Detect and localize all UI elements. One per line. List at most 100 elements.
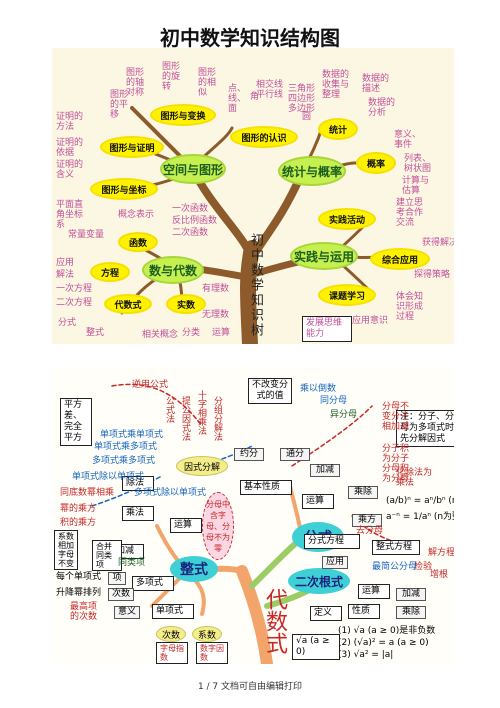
cloud-expr: 代数式 bbox=[106, 296, 150, 312]
node-root-def2: (2) (√a)² = a (a ≥ 0) bbox=[338, 638, 429, 648]
node-descend: 升降幂排列 bbox=[56, 588, 102, 598]
node-diff-den: 异分母 bbox=[330, 410, 358, 420]
node-solve-method: 解方程 bbox=[428, 548, 454, 558]
cloud-eq: 方程 bbox=[92, 264, 128, 280]
node-div-same: 同分母 bbox=[320, 396, 348, 406]
leaf-intersect: 相交线平行线 bbox=[256, 80, 284, 100]
node-monomial: 单项式 bbox=[152, 604, 194, 619]
page-title: 初中数学知识结构图 bbox=[160, 26, 340, 50]
center-text: 代数式 bbox=[262, 588, 287, 654]
node-coefficient: 系数 bbox=[192, 626, 222, 642]
leaf-quad-fn: 二次函数 bbox=[172, 228, 209, 238]
node-frac-mult: 分子积为分子分母积为分母 bbox=[382, 444, 410, 484]
leaf-plane-coord: 平面直角坐标系 bbox=[56, 200, 84, 230]
leaf-explore: 获得解决问题 bbox=[422, 238, 454, 248]
node-extract: 提公因式法 bbox=[180, 396, 190, 441]
leaf-translate: 图形的平移 bbox=[110, 90, 129, 120]
leaf-proof-meaning: 证明的含义 bbox=[56, 160, 84, 180]
leaf-angle: 角 bbox=[250, 92, 260, 102]
node-power: 乘方 bbox=[352, 514, 382, 527]
leaf-application: 应用 bbox=[56, 258, 75, 268]
node-mul: 乘法 bbox=[122, 506, 154, 521]
node-approx: 约分 bbox=[234, 448, 264, 461]
cloud-space: 空间与图形 bbox=[162, 156, 224, 182]
leaf-explore2: 探得策略 bbox=[414, 270, 451, 280]
node-frac-rule: 分母不变分子相加减 bbox=[382, 402, 410, 432]
leaf-solve: 解法 bbox=[56, 270, 75, 280]
leaf-point-line-face: 点、线、面 bbox=[228, 84, 247, 114]
node-degree2: 次数 bbox=[156, 626, 186, 642]
node-highest: 最高项的次数 bbox=[70, 602, 98, 622]
cloud-stats: 统计 bbox=[320, 120, 356, 138]
node-frac-eq: 分式方程 bbox=[304, 534, 360, 549]
leaf-irrational: 无理数 bbox=[202, 310, 230, 320]
trunk-text: 初中数学知识树 bbox=[248, 233, 263, 338]
leaf-operation: 运算 bbox=[212, 328, 231, 338]
leaf-proof-basis: 证明的依据 bbox=[56, 138, 84, 158]
node-operation1: 运算 bbox=[302, 494, 334, 509]
node-common: 通分 bbox=[280, 448, 310, 461]
leaf-meaning-event: 意义、事件 bbox=[394, 130, 422, 150]
cloud-shape-transform: 图形与变换 bbox=[152, 106, 214, 124]
leaf-inverse-fn: 反比例函数 bbox=[172, 216, 218, 226]
node-term: 项 bbox=[108, 572, 126, 585]
node-formula: 公式法 bbox=[164, 396, 174, 423]
node-factor: 因式分解 bbox=[176, 456, 228, 476]
leaf-develop: 发展思维能力 bbox=[302, 316, 352, 342]
node-same-base: 同底数幂相乘 bbox=[60, 488, 115, 498]
node-each-term: 每个单项式 bbox=[56, 572, 102, 582]
leaf-classify: 分类 bbox=[182, 328, 201, 338]
leaf-list-tree: 列表、树状图 bbox=[404, 154, 432, 174]
leaf-model: 建立思考合作交流 bbox=[396, 198, 424, 228]
node-frac-cond: 分母中含字母、分母不为零 bbox=[202, 492, 234, 560]
node-power-power: 幂的乘方 bbox=[60, 504, 97, 514]
leaf-const-var: 常量变量 bbox=[68, 230, 105, 240]
leaf-body: 体会知识形成过程 bbox=[396, 292, 424, 322]
node-degree: 次数 bbox=[108, 588, 134, 601]
node-group: 分组分解法 bbox=[212, 396, 222, 441]
cloud-num-alg: 数与代数 bbox=[144, 258, 202, 282]
node-mono-div: 单项式除以单项式 bbox=[72, 472, 145, 482]
cloud-shape-proof: 图形与证明 bbox=[102, 138, 162, 156]
cloud-stats-prob: 统计与概率 bbox=[280, 158, 344, 184]
node-num-factor: 数字因数 bbox=[196, 642, 228, 664]
leaf-proof-method: 证明的方法 bbox=[56, 112, 84, 132]
node-mul-div: 乘除 bbox=[348, 486, 378, 499]
node-application: 应用 bbox=[322, 556, 348, 569]
node-inverse: 逆用公式 bbox=[132, 380, 169, 390]
node-merge: 合并同类项 bbox=[92, 540, 122, 571]
node-simplify: 最简公分母 bbox=[372, 562, 418, 572]
node-accum: 增根 bbox=[430, 570, 449, 580]
node-operation2: 运算 bbox=[358, 584, 390, 599]
node-poly-poly: 多项式乘多项式 bbox=[92, 456, 156, 466]
node-division: 除法 bbox=[122, 476, 154, 491]
leaf-data-describe: 数据的描述 bbox=[362, 74, 390, 94]
node-root-def1: (1) √a (a ≥ 0)是非负数 bbox=[338, 626, 436, 636]
node-mult-inv: 乘以倒数 bbox=[300, 384, 337, 394]
node-property: 性质 bbox=[348, 604, 380, 619]
cloud-prob: 概率 bbox=[358, 154, 394, 172]
node-quad-root: 二次根式 bbox=[288, 568, 350, 594]
node-root-def3: (3) √a² = |a| bbox=[338, 650, 394, 660]
cloud-func: 函数 bbox=[120, 234, 156, 250]
node-sys-coef: 系数相加字母不变 bbox=[54, 530, 78, 570]
leaf-concept: 概念表示 bbox=[118, 210, 155, 220]
node-meaning: 意义 bbox=[114, 606, 140, 619]
node-operation3: 运算 bbox=[170, 518, 202, 533]
algebra-expression-map: 整式 分式 二次根式 因式分解 分母中含字母、分母不为零 代数式 不改变分式的值… bbox=[52, 366, 454, 664]
node-letters: 字母指数 bbox=[156, 642, 188, 664]
leaf-data-collect: 数据的收集与整理 bbox=[322, 70, 350, 100]
node-polynomial: 多项式 bbox=[132, 576, 174, 591]
leaf-calc-estimate: 计算与估算 bbox=[402, 176, 430, 196]
leaf-fraction: 分式 bbox=[58, 318, 77, 328]
leaf-linear-eq: 一次方程 bbox=[56, 284, 93, 294]
node-invariant: 不改变分式的值 bbox=[248, 378, 292, 404]
node-product-power: 积的乘方 bbox=[60, 518, 97, 528]
leaf-related: 相关概念 bbox=[142, 330, 179, 340]
leaf-app-sense: 应用意识 bbox=[352, 316, 389, 326]
cloud-practice: 实践活动 bbox=[320, 210, 374, 228]
node-mul-div2: 乘除 bbox=[396, 606, 426, 619]
cloud-shape-recog: 图形的认识 bbox=[232, 128, 296, 146]
node-frac-div: 化除法为乘法 bbox=[396, 468, 433, 488]
node-mono-poly: 单项式乘多项式 bbox=[94, 442, 158, 452]
